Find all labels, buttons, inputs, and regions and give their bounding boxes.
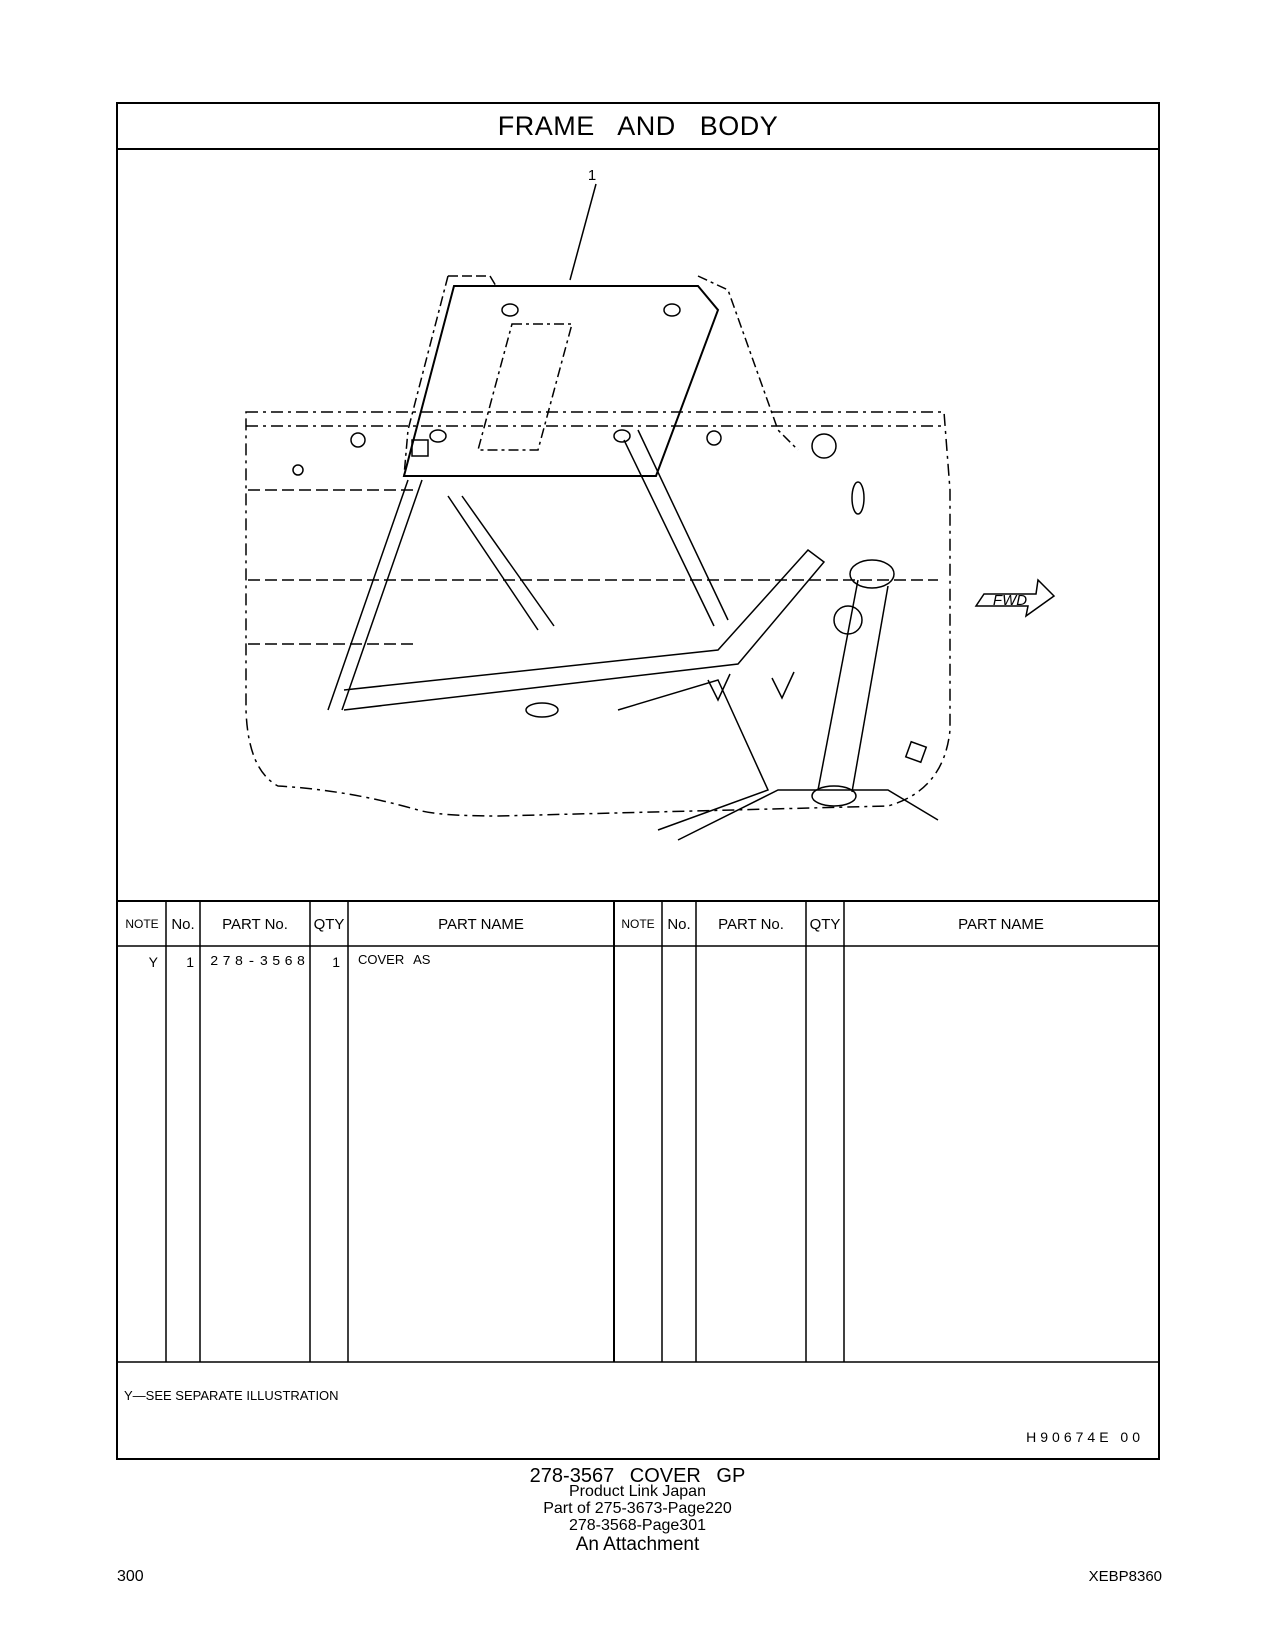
row-part-name: COVER AS	[358, 952, 431, 967]
section-title: FRAME AND BODY	[497, 110, 779, 141]
row-qty: 1	[332, 954, 340, 970]
header-note-right: NOTE	[621, 917, 655, 931]
row-no: 1	[186, 954, 194, 970]
header-note: NOTE	[125, 917, 159, 931]
callout-label: 1	[588, 167, 596, 184]
parts-table: NOTE No. PART No. QTY PART NAME NOTE No.…	[118, 900, 1158, 1382]
frame-outline	[245, 411, 951, 817]
caption-line-2: Product Link Japan	[569, 1483, 706, 1500]
document-id: XEBP8360	[1088, 1568, 1162, 1585]
page-number: 300	[117, 1568, 144, 1585]
caption-line-4: 278-3568-Page301	[568, 1517, 706, 1534]
cover-plate	[402, 285, 720, 477]
header-qty-right: QTY	[809, 915, 841, 933]
illustration-code: H90674E 00	[1026, 1429, 1144, 1445]
header-qty: QTY	[313, 915, 345, 933]
header-part-no: PART No.	[222, 915, 288, 933]
row-note: Y	[148, 954, 158, 970]
header-part-name-right: PART NAME	[958, 915, 1044, 933]
header-no: No.	[171, 915, 195, 933]
parts-illustration: 1 FWD	[245, 167, 1056, 841]
caption-main: 278-3567 COVER GP	[529, 1465, 746, 1487]
caption-line-5: An Attachment	[575, 1534, 700, 1555]
caption-line-3: Part of 275-3673-Page220	[543, 1500, 732, 1517]
header-no-right: No.	[667, 915, 691, 933]
table-grid	[118, 902, 1158, 1363]
fwd-label: FWD	[993, 592, 1027, 609]
header-part-name: PART NAME	[438, 915, 524, 933]
footnote: Y—SEE SEPARATE ILLUSTRATION	[124, 1388, 339, 1403]
row-part-no: 278-3568	[210, 954, 310, 970]
header-part-no-right: PART No.	[718, 915, 784, 933]
parts-page-frame: FRAME AND BODY	[116, 102, 1160, 1460]
fwd-arrow-icon: FWD	[974, 578, 1056, 618]
section-title-bar: FRAME AND BODY	[118, 104, 1158, 150]
